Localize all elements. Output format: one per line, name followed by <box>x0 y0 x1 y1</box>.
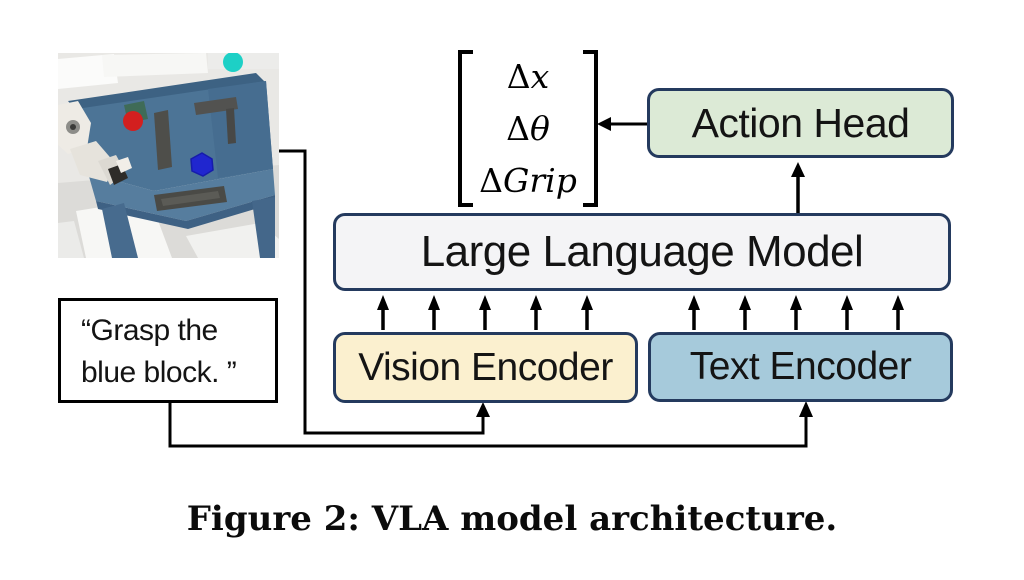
floor-tile <box>186 223 279 258</box>
action-output-matrix: Δx Δθ ΔGrip <box>458 50 598 207</box>
instruction-line: “Grasp the <box>81 314 218 347</box>
head-to-output-arrow <box>597 117 647 131</box>
instruction-to-text-connector <box>168 401 813 448</box>
action-output-row: Δθ <box>458 112 598 145</box>
token-arrow-head <box>892 295 904 310</box>
matrix-bracket-left <box>458 50 473 207</box>
instruction-box: “Grasp the blue block. ” <box>58 298 278 403</box>
image-to-vision-connector <box>279 149 490 435</box>
action-output-row: ΔGrip <box>458 164 598 197</box>
token-arrow-head <box>739 295 751 310</box>
instruction-line: blue block. ” <box>81 356 237 389</box>
action-variable: θ <box>529 108 550 148</box>
token-arrow-head <box>688 295 700 310</box>
text-encoder-node: Text Encoder <box>648 332 953 402</box>
action-output-row: Δx <box>458 60 598 93</box>
action-head-node: Action Head <box>647 88 954 158</box>
llm-node: Large Language Model <box>333 213 951 291</box>
robot-arm <box>58 101 132 185</box>
floor-tile <box>58 221 84 258</box>
floor-tile <box>208 53 279 69</box>
floor-tile <box>102 53 208 77</box>
blue-block <box>190 152 214 177</box>
token-arrow-head <box>790 295 802 310</box>
token-arrow-head <box>841 295 853 310</box>
delta-symbol: Δ <box>479 161 503 201</box>
token-arrow-head <box>530 295 542 310</box>
token-arrow-head <box>377 295 389 310</box>
delta-symbol: Δ <box>506 56 531 96</box>
token-arrow-head <box>479 295 491 310</box>
action-variable: x <box>530 56 550 96</box>
matrix-bracket-right <box>583 50 598 207</box>
action-variable: Grip <box>503 161 577 201</box>
token-arrow-head <box>581 295 593 310</box>
encoder-to-llm-arrows <box>377 295 904 330</box>
llm-to-head-arrow <box>791 162 805 213</box>
delta-symbol: Δ <box>506 108 530 148</box>
token-arrow-head <box>428 295 440 310</box>
vision-encoder-node: Vision Encoder <box>333 332 638 403</box>
figure-caption: Figure 2: VLA model architecture. <box>186 499 838 539</box>
cyan-block <box>223 53 243 72</box>
red-block <box>123 111 143 131</box>
scene-image <box>58 53 279 258</box>
